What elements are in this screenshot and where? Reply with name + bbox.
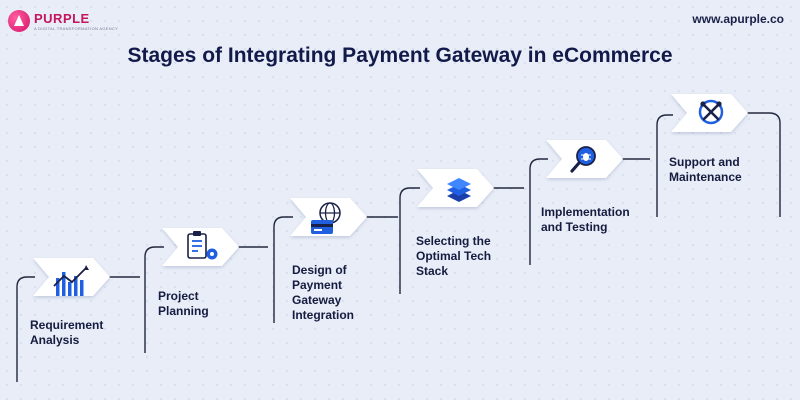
stage-5-badge	[546, 140, 623, 178]
analytics-chart-icon	[53, 265, 89, 296]
connector-2	[144, 246, 164, 353]
logo-tagline: A DIGITAL TRANSFORMATION AGENCY	[34, 25, 119, 31]
magnifier-bug-icon	[570, 146, 596, 173]
page-title: Stages of Integrating Payment Gateway in…	[127, 44, 673, 67]
connector-1	[16, 276, 35, 382]
stage-4-badge	[417, 169, 494, 207]
card-globe-icon	[311, 202, 341, 234]
stage-2-label: Project Planning	[158, 289, 209, 318]
connector-end	[743, 112, 781, 217]
logo-mark-icon	[8, 10, 30, 32]
tools-icon	[698, 99, 724, 125]
stage-5-label: Implementation and Testing	[541, 205, 630, 234]
connector-3	[273, 216, 293, 323]
brand-logo: PURPLE A DIGITAL TRANSFORMATION AGENCY	[8, 10, 118, 32]
website-url: www.apurple.co	[692, 12, 784, 26]
stack-layers-icon	[447, 178, 471, 202]
stage-4-label: Selecting the Optimal Tech Stack	[416, 234, 492, 278]
stage-3-badge	[290, 198, 367, 236]
stage-6-label: Support and Maintenance	[669, 155, 742, 184]
clipboard-gear-icon	[187, 231, 218, 260]
stage-1-badge	[33, 258, 110, 296]
stage-3-label: Design of Payment Gateway Integration	[292, 263, 354, 322]
stage-2-badge	[162, 228, 239, 266]
connector-4	[399, 187, 420, 294]
logo-name: PURPLE	[34, 10, 90, 26]
connector-5	[529, 158, 548, 265]
stage-6-badge	[671, 94, 748, 132]
stage-1-label: Requirement Analysis	[30, 318, 104, 347]
step-connectors	[16, 112, 781, 382]
connector-6	[656, 114, 673, 217]
